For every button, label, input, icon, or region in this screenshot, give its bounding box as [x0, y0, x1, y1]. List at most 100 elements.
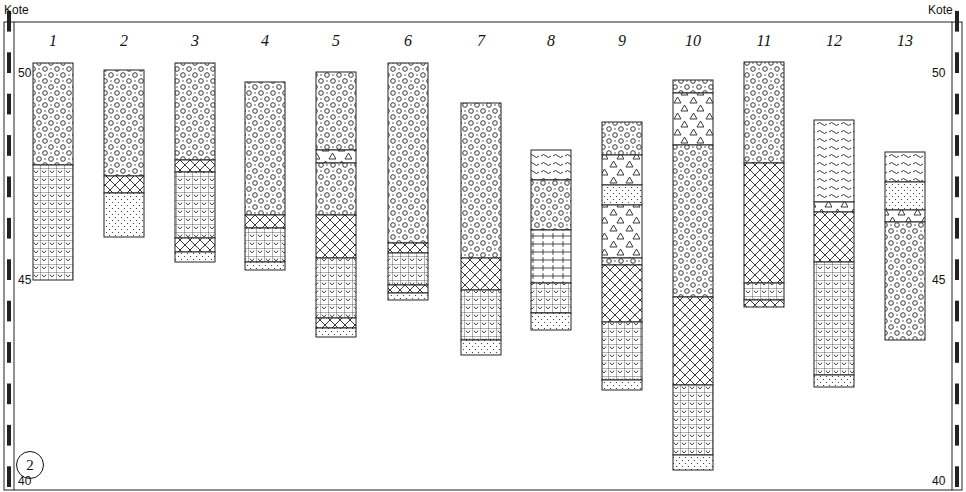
soil-layer: [602, 185, 642, 205]
soil-layer: [531, 283, 571, 313]
soil-layer: [531, 150, 571, 180]
number-text: 9: [602, 32, 642, 50]
soil-layer: [673, 455, 713, 470]
borehole-column: [245, 82, 285, 270]
soil-layer: [461, 340, 501, 355]
soil-layer: [885, 210, 925, 222]
elevation-value: 40: [932, 474, 945, 488]
soil-layer: [245, 82, 285, 215]
soil-layer: [316, 258, 356, 318]
soil-layer: [175, 238, 215, 252]
soil-layer: [175, 252, 215, 262]
borehole-number: 5: [316, 32, 356, 50]
soil-layer: [602, 322, 642, 380]
borehole-column: [104, 70, 144, 237]
soil-layer: [814, 375, 854, 387]
soil-layer: [461, 290, 501, 340]
scale-segment: [955, 466, 959, 487]
borehole-column: [885, 152, 925, 340]
soil-layer: [245, 215, 285, 228]
scale-segment: [7, 259, 11, 280]
soil-layer: [245, 262, 285, 270]
borehole-number: 6: [388, 32, 428, 50]
borehole-number: 4: [245, 32, 285, 50]
soil-layer: [531, 313, 571, 330]
number-text: 4: [245, 32, 285, 50]
scale-segment: [955, 384, 959, 405]
soil-layer: [316, 72, 356, 150]
borehole-column: [602, 122, 642, 390]
scale-bar: [4, 22, 14, 490]
soil-layer: [602, 258, 642, 265]
soil-layer: [744, 62, 784, 163]
soil-layer: [814, 212, 854, 262]
soil-layer: [744, 283, 784, 300]
borehole-number: 11: [744, 32, 784, 50]
scale-segment: [7, 218, 11, 239]
number-text: 5: [316, 32, 356, 50]
soil-layer: [175, 172, 215, 238]
frame-line: [14, 22, 952, 490]
soil-layer: [104, 176, 144, 193]
elevation-value: 45: [18, 273, 31, 287]
borehole-number: 1: [33, 32, 73, 50]
soil-layer: [175, 63, 215, 160]
borehole-number: 3: [175, 32, 215, 50]
borehole-number: 12: [814, 32, 854, 50]
soil-layer: [316, 215, 356, 258]
scale-segment: [955, 52, 959, 73]
soil-layer: [388, 293, 428, 300]
borehole-number: 2: [104, 32, 144, 50]
borehole-column: [673, 80, 713, 470]
soil-layer: [744, 300, 784, 307]
number-text: 11: [744, 32, 784, 50]
scale-segment: [7, 301, 11, 322]
soil-layer: [673, 385, 713, 455]
scale-segment: [7, 177, 11, 198]
borehole-column: [33, 63, 73, 280]
soil-layer: [388, 63, 428, 243]
number-text: 10: [673, 32, 713, 50]
soil-layer: [602, 380, 642, 390]
borehole-column: [316, 72, 356, 337]
soil-layer: [316, 150, 356, 163]
scale-segment: [955, 177, 959, 198]
soil-layer: [602, 205, 642, 258]
number-text: 13: [885, 32, 925, 50]
scale-segment: [7, 135, 11, 156]
scale-segment: [7, 466, 11, 487]
borehole-column: [388, 63, 428, 300]
scale-segment: [7, 425, 11, 446]
scale-segment: [7, 384, 11, 405]
scale-segment: [955, 11, 959, 32]
soil-layer: [814, 120, 854, 202]
borehole-number: 13: [885, 32, 925, 50]
soil-layer: [33, 63, 73, 165]
elevation-value: 40: [18, 474, 31, 488]
scale-segment: [955, 425, 959, 446]
scale-segment: [955, 218, 959, 239]
soil-layer: [316, 163, 356, 215]
scale-segment: [955, 259, 959, 280]
soil-layer: [461, 103, 501, 258]
scale-segment: [7, 342, 11, 363]
soil-layer: [461, 258, 501, 290]
soil-layer: [602, 155, 642, 185]
soil-layer: [744, 163, 784, 283]
borehole-column: [531, 150, 571, 330]
scale-bar: [952, 22, 962, 490]
number-text: 8: [531, 32, 571, 50]
scale-segment: [955, 94, 959, 115]
soil-layer: [316, 318, 356, 328]
borehole-column: [744, 62, 784, 307]
scale-segment: [955, 342, 959, 363]
number-text: 2: [26, 458, 34, 473]
soil-layer: [388, 253, 428, 285]
soil-layer: [885, 182, 925, 210]
number-text: 2: [104, 32, 144, 50]
soil-layer: [388, 285, 428, 293]
soil-layer: [531, 230, 571, 283]
soil-layer: [316, 328, 356, 337]
borehole-column: [175, 63, 215, 262]
